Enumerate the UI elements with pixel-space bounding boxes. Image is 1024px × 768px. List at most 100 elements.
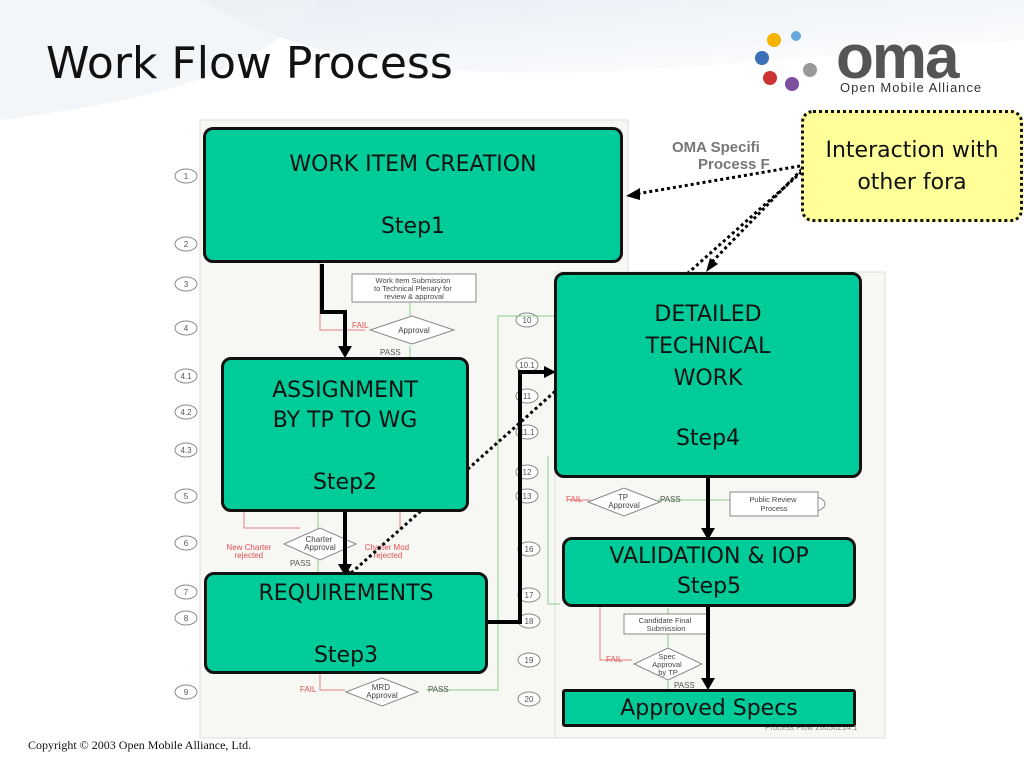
step3-number: Step3 [313, 643, 379, 668]
bg-pass-3: PASS [428, 685, 449, 694]
bg-mrd-2: Approval [366, 691, 398, 700]
bg-mrd-1: MRD [372, 683, 390, 692]
step2-label-1: ASSIGNMENT [272, 378, 418, 403]
row-marker-label: 4.1 [180, 372, 192, 381]
row-marker [174, 276, 198, 292]
bg-public-1: Public Review [749, 495, 797, 504]
row-marker [174, 610, 198, 626]
bg-candidate-2: Submission [647, 624, 686, 633]
svg-text:Spec Approval by TP: Spec Approval by TP [652, 652, 684, 677]
step4-label-2: TECHNICAL [645, 334, 771, 359]
row-marker [174, 684, 198, 700]
row-marker [174, 236, 198, 252]
row-marker [174, 404, 198, 420]
approved-specs: Approved Specs [562, 689, 856, 727]
bg-new-charter-2: rejected [235, 551, 263, 560]
bg-header-1: OMA Specifi [672, 139, 760, 156]
row-marker-label: 4.2 [180, 408, 192, 417]
row-marker-label: 8 [184, 614, 189, 623]
bg-tp-2: Approval [608, 501, 640, 510]
fora-line-1: Interaction with [825, 138, 999, 163]
bg-charter-2: Approval [304, 543, 336, 552]
row-marker-label: 7 [184, 588, 189, 597]
step1-work-item-creation: WORK ITEM CREATION Step1 [203, 127, 623, 263]
row-marker [174, 168, 198, 184]
step2-assignment: ASSIGNMENT BY TP TO WG Step2 [221, 357, 469, 512]
row-marker-label: 9 [184, 688, 189, 697]
row-marker [174, 320, 198, 336]
step4-label-1: DETAILED [654, 302, 762, 327]
row-marker-label: 3 [184, 280, 189, 289]
bg-fail-4: FAIL [566, 495, 583, 504]
bg-new-charter-1: New Charter [226, 543, 271, 552]
step1-number: Step1 [380, 214, 446, 239]
row-marker-label: 19 [525, 656, 534, 665]
row-marker-label: 4 [184, 324, 189, 333]
svg-text:TP Approval: TP Approval [608, 493, 640, 510]
bg-charter-mod-2: rejected [374, 551, 402, 560]
bg-charter-1: Charter [306, 535, 333, 544]
bg-pass-1: PASS [380, 348, 401, 357]
step2-label-2: BY TP TO WG [272, 408, 418, 433]
row-marker-label: 10.1 [519, 361, 535, 370]
bg-approval: Approval [398, 326, 430, 335]
row-marker-label: 12 [523, 468, 532, 477]
bg-tp-1: TP [618, 493, 628, 502]
bg-header-2: Process F [698, 156, 770, 173]
bg-fail-3: FAIL [300, 685, 317, 694]
row-number-markers: 12344.14.24.3567891010.11111.11213141617… [174, 168, 826, 707]
step5-number: Step5 [676, 574, 742, 599]
row-marker-label: 4.3 [180, 446, 192, 455]
copyright-footer: Copyright © 2003 Open Mobile Alliance, L… [28, 738, 252, 752]
step4-label-3: WORK [673, 366, 743, 391]
svg-text:New Charter rejected C: New Charter rejected Charter Mod rejecte… [226, 543, 411, 560]
row-marker-label: 5 [184, 492, 189, 501]
row-marker-label: 13 [523, 492, 532, 501]
svg-text:Public Review Process: Public Review Process [749, 495, 798, 513]
svg-text:Charter Approval: Charter Approval [304, 535, 336, 552]
row-marker-label: 10 [523, 316, 532, 325]
row-marker-label: 16 [525, 545, 534, 554]
step1-label: WORK ITEM CREATION [289, 152, 537, 177]
step5-label: VALIDATION & IOP [609, 544, 809, 569]
bg-pass-5: PASS [674, 681, 695, 690]
bg-pass-2: PASS [290, 559, 311, 568]
interaction-other-fora-note: Interaction with other fora [801, 110, 1023, 222]
row-marker-label: 20 [525, 695, 534, 704]
step5-validation-iop: VALIDATION & IOP Step5 [562, 537, 856, 607]
row-marker [517, 652, 541, 668]
bg-candidate-1: Candidate Final [639, 616, 692, 625]
svg-text:Work Item Submission to Te: Work Item Submission to Technical Plenar… [374, 276, 454, 301]
row-marker-label: 18 [525, 617, 534, 626]
step4-detailed-technical-work: DETAILED TECHNICAL WORK Step4 [554, 272, 862, 478]
row-marker-label: 17 [525, 591, 534, 600]
row-marker [174, 584, 198, 600]
approved-specs-label: Approved Specs [620, 696, 798, 721]
step3-label: REQUIREMENTS [258, 581, 434, 606]
bg-work-item-line3: review & approval [384, 292, 444, 301]
row-marker-label: 11.1 [520, 428, 536, 437]
bg-fail-5: FAIL [606, 655, 623, 664]
row-marker-label: 11 [523, 392, 532, 401]
page-title: Work Flow Process [46, 38, 453, 89]
bg-footer-ref: Process Flow 20030214.1 [765, 723, 858, 732]
logo-subtitle: Open Mobile Alliance [840, 80, 983, 95]
row-marker [174, 368, 198, 384]
bg-charter-mod-1: Charter Mod [365, 543, 409, 552]
step2-number: Step2 [312, 470, 378, 495]
row-marker [174, 442, 198, 458]
bg-public-2: Process [760, 504, 787, 513]
svg-text:MRD Approval: MRD Approval [366, 683, 398, 700]
step3-requirements: REQUIREMENTS Step3 [204, 572, 488, 674]
bg-pass-4: PASS [660, 495, 681, 504]
bg-spec-2: Approval [652, 660, 682, 669]
row-marker-label: 2 [184, 240, 189, 249]
bg-spec-3: by TP [658, 668, 677, 677]
row-marker-label: 1 [184, 172, 189, 181]
bg-fail-1: FAIL [352, 321, 369, 330]
fora-line-2: other fora [857, 170, 967, 195]
row-marker-label: 6 [184, 539, 189, 548]
oma-logo-mark [755, 31, 817, 91]
row-marker [174, 488, 198, 504]
